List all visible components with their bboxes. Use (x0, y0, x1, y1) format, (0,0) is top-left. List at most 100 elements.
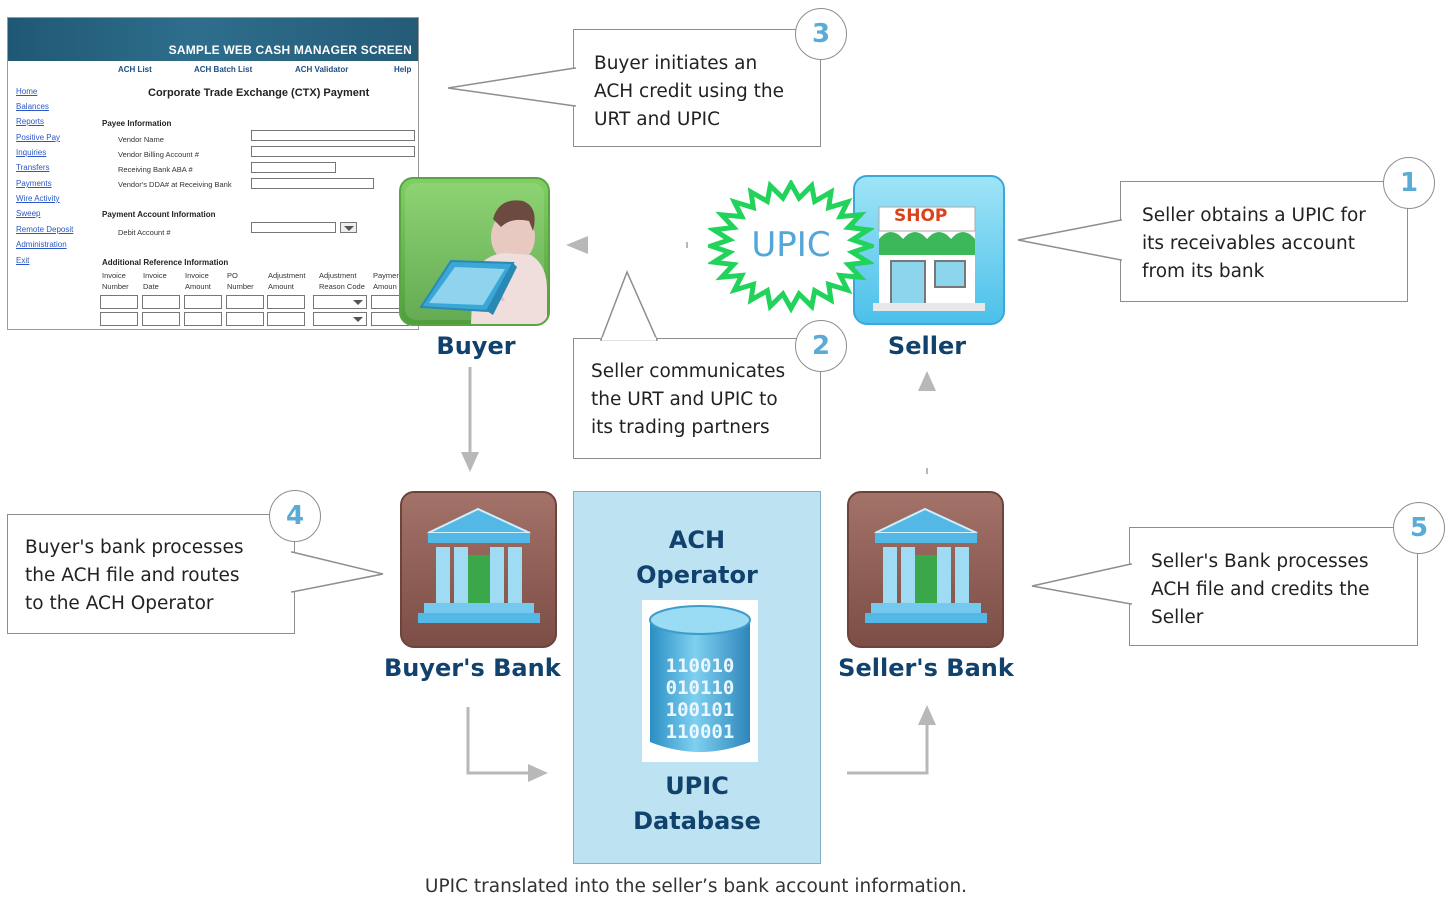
debit-account-input[interactable] (251, 222, 336, 233)
nav-balances[interactable]: Balances (16, 102, 49, 111)
diagram-caption: UPIC translated into the seller’s bank a… (424, 876, 968, 897)
nav-positive-pay[interactable]: Positive Pay (16, 133, 61, 142)
buyer-label: Buyer (436, 332, 516, 360)
buyers-bank-icon (400, 491, 557, 648)
binary-row-4: 110001 (666, 721, 735, 743)
step-5-badge: 5 (1393, 502, 1445, 554)
nav-home[interactable]: Home (16, 87, 38, 96)
form-title: Corporate Trade Exchange (CTX) Payment (148, 87, 370, 99)
cell-input[interactable] (100, 295, 138, 309)
nav-payments[interactable]: Payments (16, 179, 52, 188)
nav-wire-activity[interactable]: Wire Activity (16, 194, 60, 203)
nav-transfers[interactable]: Transfers (16, 163, 50, 172)
screen-title: SAMPLE WEB CASH MANAGER SCREEN (168, 43, 412, 57)
screen-header: SAMPLE WEB CASH MANAGER SCREEN (8, 18, 418, 61)
upic-starburst-icon (708, 180, 874, 313)
nav-administration[interactable]: Administration (16, 240, 67, 249)
upic-badge-text: UPIC (751, 225, 831, 265)
buyer-icon (399, 177, 550, 326)
cash-manager-screen: SAMPLE WEB CASH MANAGER SCREEN ACH List … (7, 17, 419, 330)
aba-label: Receiving Bank ABA # (118, 165, 193, 174)
nav-inquiries[interactable]: Inquiries (16, 148, 47, 157)
tab-ach-validator[interactable]: ACH Validator (295, 65, 349, 74)
tab-help[interactable]: Help (394, 65, 412, 74)
callout-4-box (7, 514, 295, 634)
sellers-bank-label: Seller's Bank (838, 654, 1014, 682)
callout-1-pointer (1017, 219, 1123, 261)
callout-5-box (1129, 527, 1418, 646)
tab-ach-batch-list[interactable]: ACH Batch List (194, 65, 253, 74)
arrow-left-buyer (566, 236, 588, 254)
debit-account-label: Debit Account # (118, 228, 171, 237)
binary-row-3: 100101 (666, 699, 735, 721)
step-2-badge: 2 (795, 320, 847, 372)
debit-account-dropdown[interactable] (340, 222, 357, 233)
cell-input[interactable] (184, 295, 222, 309)
nav-reports[interactable]: Reports (16, 117, 45, 126)
callout-3-pointer (447, 67, 577, 107)
reference-section-heading: Additional Reference Information (102, 258, 229, 267)
nav-sweep[interactable]: Sweep (16, 209, 41, 218)
cell-input[interactable] (267, 295, 305, 309)
reason-code-select[interactable] (313, 295, 367, 309)
nav-remote-deposit[interactable]: Remote Deposit (16, 225, 74, 234)
arrow-right-operator (528, 764, 548, 782)
reason-dropdown-icon[interactable] (350, 297, 365, 306)
tab-ach-list[interactable]: ACH List (118, 65, 152, 74)
callout-5-pointer (1031, 563, 1133, 605)
callout-2-box (573, 338, 821, 459)
nav-exit[interactable]: Exit (16, 256, 30, 265)
dda-label: Vendor's DDA# at Receiving Bank (118, 180, 232, 189)
sellers-bank-icon (847, 491, 1004, 648)
vendor-name-label: Vendor Name (118, 135, 164, 144)
callout-4-pointer (290, 551, 384, 593)
cell-input[interactable] (142, 295, 180, 309)
payment-section-heading: Payment Account Information (102, 210, 216, 219)
arrow-up-seller-bank (918, 705, 936, 725)
cell-input[interactable] (184, 312, 222, 326)
aba-input[interactable] (251, 162, 336, 173)
vendor-billing-label: Vendor Billing Account # (118, 150, 199, 159)
operator-to-sellerbank-line (847, 722, 929, 775)
database-cylinder-icon: 110010 010110 100101 110001 (642, 600, 758, 762)
cell-input[interactable] (226, 312, 264, 326)
reason-code-select[interactable] (313, 312, 367, 326)
cell-input[interactable] (226, 295, 264, 309)
step-3-badge: 3 (795, 8, 847, 60)
dda-input[interactable] (251, 178, 374, 189)
vendor-name-input[interactable] (251, 130, 415, 141)
cell-input[interactable] (100, 312, 138, 326)
arrow-down-buyer-bank (461, 452, 479, 472)
vendor-billing-input[interactable] (251, 146, 415, 157)
buyers-bank-label: Buyer's Bank (384, 654, 561, 682)
payee-section-heading: Payee Information (102, 119, 172, 128)
seller-label: Seller (887, 332, 967, 360)
arrow-up-seller (918, 371, 936, 391)
step-1-badge: 1 (1383, 157, 1435, 209)
callout-2-pointer (599, 270, 659, 341)
callout-1-box (1120, 181, 1408, 302)
bank-to-operator-line (466, 707, 530, 775)
step-4-badge: 4 (269, 490, 321, 542)
binary-row-2: 010110 (666, 677, 735, 699)
reason-dropdown-icon[interactable] (350, 314, 365, 323)
cell-input[interactable] (142, 312, 180, 326)
binary-row-1: 110010 (666, 655, 735, 677)
cell-input[interactable] (267, 312, 305, 326)
